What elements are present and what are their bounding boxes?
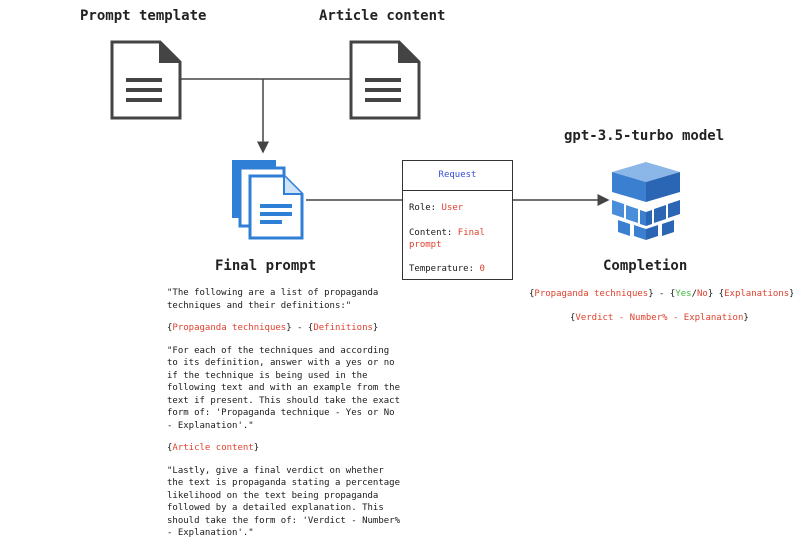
completion-verdict-line: {Verdict - Number% - Explanation}: [570, 313, 749, 323]
prompt-instructions: "For each of the techniques and accordin…: [167, 345, 400, 431]
model-title: gpt-3.5-turbo model: [564, 128, 725, 144]
request-role: Role: User: [409, 203, 464, 213]
article-content-title: Article content: [319, 8, 446, 24]
prompt-techniques-placeholder: {Propaganda techniques} - {Definitions}: [167, 323, 379, 333]
request-temperature: Temperature: 0: [409, 263, 485, 274]
cube-stack-icon: [612, 162, 680, 240]
completion-output-line: {Propaganda techniques} - {Yes/No} {Expl…: [529, 289, 793, 299]
document-icon: [110, 40, 182, 120]
completion-title: Completion: [603, 258, 688, 274]
final-prompt-title: Final prompt: [215, 258, 317, 274]
prompt-article-placeholder: {Article content}: [167, 443, 260, 453]
document-icon: [349, 40, 421, 120]
stacked-documents-icon: [232, 160, 304, 240]
prompt-template-title: Prompt template: [80, 8, 207, 24]
prompt-verdict-instructions: "Lastly, give a final verdict on whether…: [167, 465, 400, 539]
request-header: Request: [403, 161, 512, 191]
